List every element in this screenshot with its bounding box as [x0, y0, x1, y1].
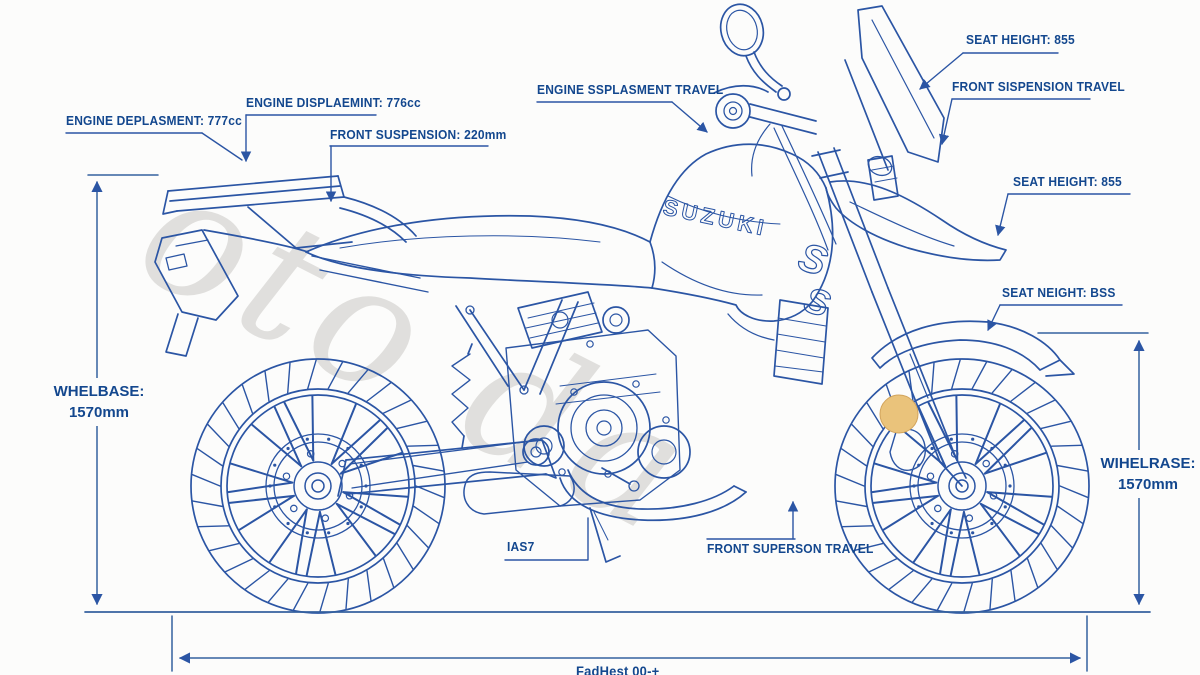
rear-rack	[162, 175, 417, 249]
front-wheel	[834, 358, 1090, 614]
frame	[311, 255, 579, 449]
radiator	[727, 299, 829, 385]
kickstand	[589, 467, 640, 563]
leader-lines	[65, 52, 1131, 561]
motorcycle-line-art: SUZUKI S S	[154, 3, 1090, 614]
leader-seat-neight-diag	[987, 304, 1001, 331]
engine	[505, 291, 691, 507]
exhaust	[463, 469, 747, 522]
leader-ssplasment-travel-diag	[671, 101, 708, 133]
rear-wheel	[190, 358, 446, 614]
swingarm	[337, 438, 557, 497]
front-caliper	[889, 428, 926, 471]
leader-ias7	[504, 517, 589, 561]
front-fender	[871, 320, 1075, 399]
tank-brand-text: SUZUKI	[661, 194, 770, 240]
fuel-tank	[649, 143, 834, 322]
accent-dot	[879, 394, 919, 434]
leader-seat-height-top-diag	[919, 52, 964, 90]
front-fork	[811, 147, 967, 487]
seat	[305, 214, 656, 289]
leader-front-sispension-diag	[938, 98, 953, 146]
windscreen	[844, 5, 945, 201]
handlebar	[713, 84, 837, 251]
mirror	[719, 3, 791, 101]
suzuki-s-emblem-lower: S	[800, 279, 836, 325]
tail-fender	[154, 229, 309, 357]
leader-seat-height-right-diag	[995, 193, 1009, 237]
suzuki-s-emblem-upper: S	[793, 235, 832, 285]
leader-engine-deplasment-diag	[201, 132, 243, 161]
